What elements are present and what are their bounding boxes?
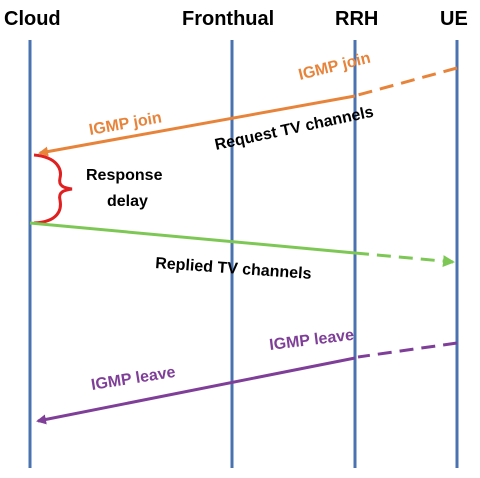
node-label-fronthual: Fronthual (182, 8, 274, 30)
label-response-delay-line2: delay (107, 193, 148, 210)
node-label-cloud: Cloud (4, 8, 61, 30)
arrow-igmp-leave-ue-rrh (357, 341, 458, 359)
node-label-rrh: RRH (335, 8, 378, 30)
label-igmp-leave-rrh-cloud: IGMP leave (90, 364, 177, 394)
label-igmp-join-rrh-cloud: IGMP join (88, 109, 163, 139)
response-delay-brace (33, 153, 73, 225)
arrow-igmp-leave-rrh-cloud (36, 356, 356, 425)
label-igmp-join-ue-rrh: IGMP join (297, 50, 372, 84)
label-request-tv-channels: Request TV channels (213, 104, 375, 154)
label-response-delay-line1: Response (86, 167, 163, 184)
label-igmp-leave-ue-rrh: IGMP leave (268, 327, 355, 354)
arrow-replied-tv-dashed (354, 251, 455, 268)
arrow-igmp-join-ue-rrh (357, 66, 458, 97)
arrow-replied-tv-solid (29, 221, 356, 255)
node-label-ue: UE (440, 8, 468, 30)
arrow-igmp-join-rrh-cloud (38, 94, 356, 157)
